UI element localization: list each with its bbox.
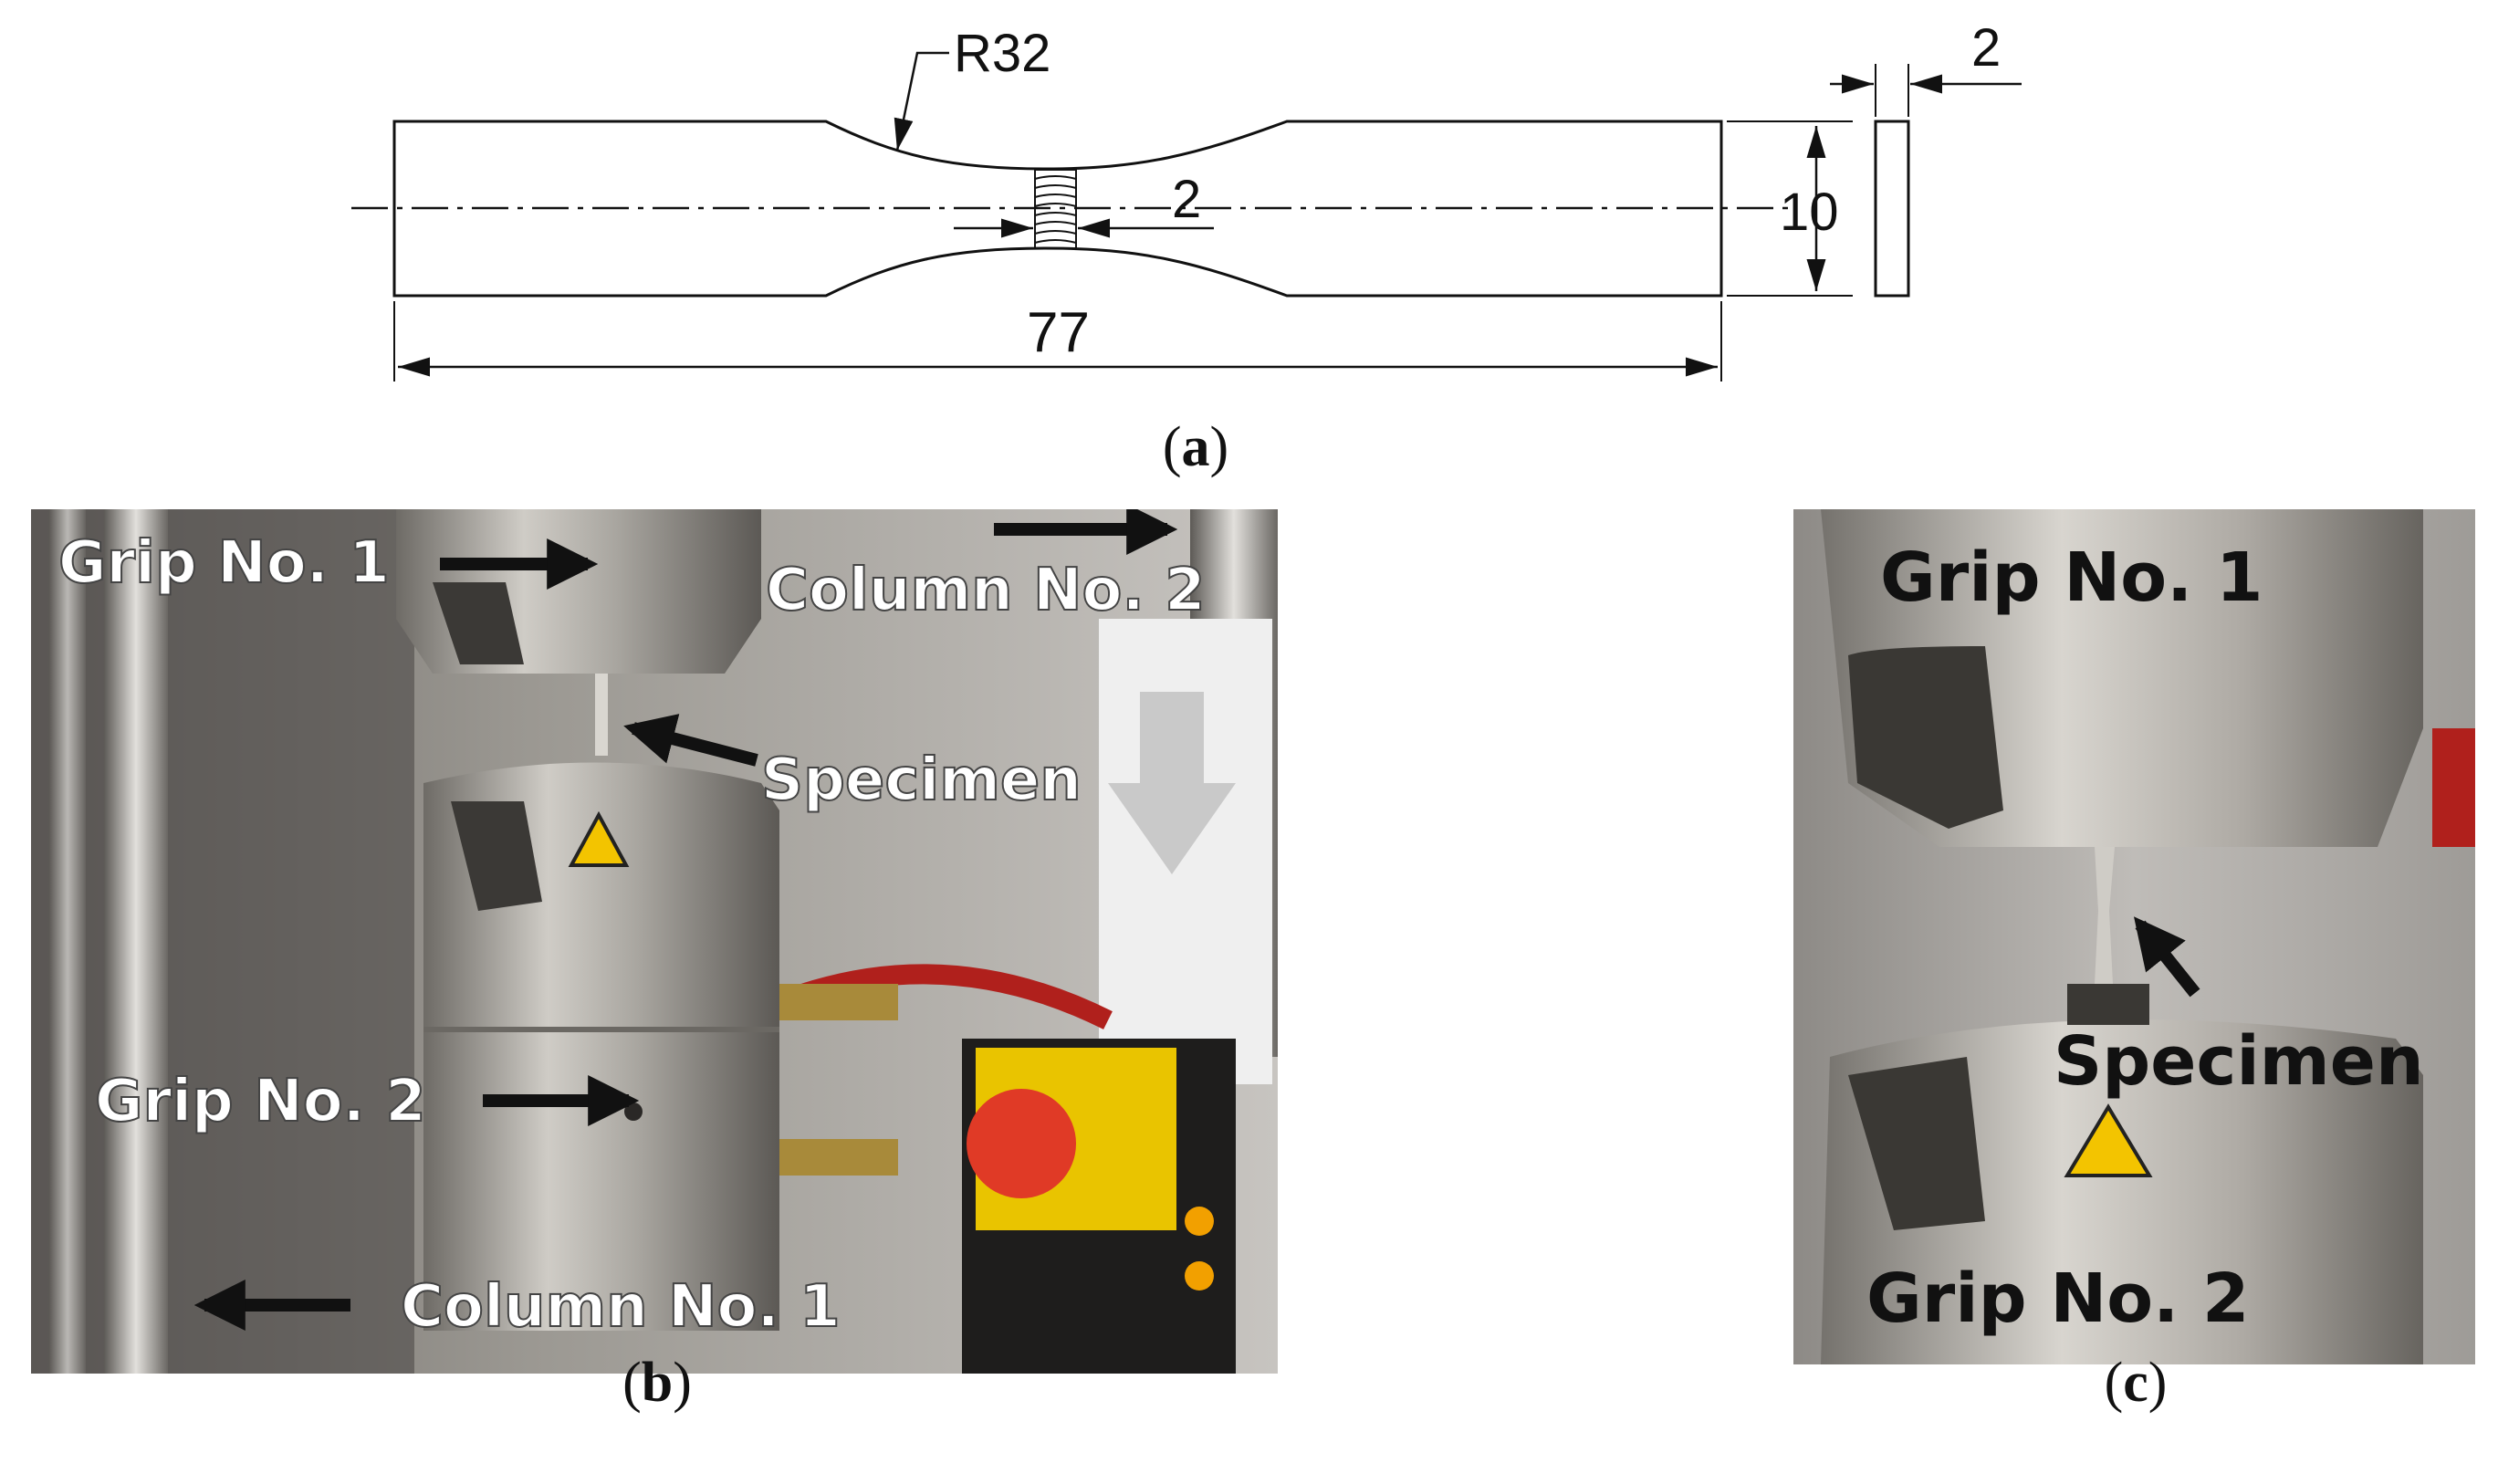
caption-a: (a) xyxy=(1162,416,1229,478)
weld-width-label: 2 xyxy=(1172,170,1201,229)
caption-c-letter: c xyxy=(2123,1352,2148,1414)
panel-b-photo: Grip No. 1 Column No. 2 Specimen Grip No… xyxy=(31,504,1278,1374)
warning-triangle-b xyxy=(568,810,630,867)
label-column2-b: Column No. 2 xyxy=(766,557,1206,624)
weld-zone xyxy=(1034,169,1077,249)
caption-c: (c) xyxy=(2104,1352,2168,1414)
column-1-shape xyxy=(104,509,168,1374)
specimen-drawing-svg: R32 2 77 10 2 xyxy=(351,18,2022,381)
side-view xyxy=(1874,120,1910,298)
specimen-b xyxy=(595,674,608,756)
arrow-specimen-c xyxy=(2134,916,2200,998)
label-specimen-c: Specimen xyxy=(2054,1022,2424,1101)
panel-a-drawing: R32 2 77 10 2 xyxy=(0,0,2498,429)
radius-label: R32 xyxy=(954,24,1050,83)
photo-b-svg: Grip No. 1 Column No. 2 Specimen Grip No… xyxy=(31,504,1278,1374)
label-grip1-b: Grip No. 1 xyxy=(58,529,390,597)
panel-c-photo: Grip No. 1 Specimen Grip No. 2 xyxy=(1793,509,2475,1364)
label-grip1-c: Grip No. 1 xyxy=(1880,538,2263,617)
label-grip2-b: Grip No. 2 xyxy=(95,1068,426,1135)
label-column1-b: Column No. 1 xyxy=(401,1273,841,1341)
caption-a-letter: a xyxy=(1181,416,1210,478)
specimen-outline xyxy=(392,120,1723,298)
photo-c-svg: Grip No. 1 Specimen Grip No. 2 xyxy=(1793,509,2475,1364)
thickness-label: 2 xyxy=(1971,18,2001,78)
overall-length-label: 77 xyxy=(1027,301,1090,364)
radius-leader xyxy=(894,51,949,152)
label-specimen-b: Specimen xyxy=(761,747,1082,814)
estop-button xyxy=(967,1089,1076,1198)
arrow-specimen-b xyxy=(623,714,758,767)
specimen-c xyxy=(2095,847,2115,984)
label-grip2-c: Grip No. 2 xyxy=(1866,1259,2249,1338)
caption-b-letter: b xyxy=(641,1352,674,1414)
width-label: 10 xyxy=(1780,183,1839,242)
warning-triangle-c xyxy=(2064,1103,2153,1177)
caption-b: (b) xyxy=(622,1352,692,1414)
